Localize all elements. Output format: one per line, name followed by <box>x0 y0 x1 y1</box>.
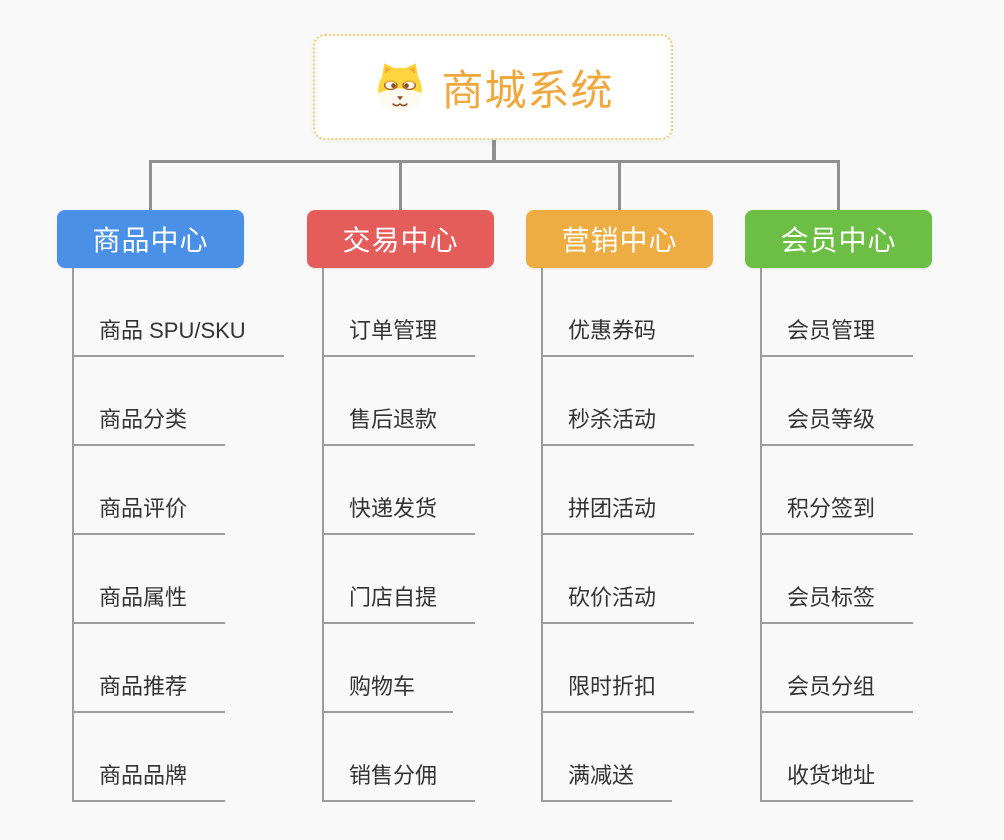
leaf-node-label: 门店自提 <box>349 585 438 610</box>
leaf-node-label: 拼团活动 <box>568 496 657 521</box>
branch-drop-line <box>618 163 621 210</box>
leaf-node[interactable]: 限时折扣 <box>541 672 695 713</box>
leaf-node[interactable]: 商品属性 <box>72 583 226 624</box>
leaf-node-label: 快递发货 <box>349 496 438 521</box>
branch-trunk-line <box>72 268 74 802</box>
leaf-node-label: 商品 SPU/SKU <box>99 318 246 343</box>
leaf-node-label: 积分签到 <box>787 496 876 521</box>
leaf-node[interactable]: 砍价活动 <box>541 583 695 624</box>
root-connector-line <box>492 140 496 163</box>
leaf-node[interactable]: 购物车 <box>322 672 454 713</box>
branch-label: 营销中心 <box>561 225 678 256</box>
leaf-node-label: 商品品牌 <box>99 763 188 788</box>
branch-label: 会员中心 <box>780 225 897 256</box>
branch-drop-line <box>149 163 152 210</box>
leaf-node[interactable]: 商品 SPU/SKU <box>72 316 284 357</box>
branch-trunk-line <box>760 268 762 802</box>
branch-node-4[interactable]: 会员中心 <box>745 210 932 268</box>
leaf-node[interactable]: 满减送 <box>541 761 673 802</box>
leaf-node-label: 商品评价 <box>99 496 188 521</box>
leaf-node-label: 限时折扣 <box>568 674 657 699</box>
leaf-node[interactable]: 快递发货 <box>322 494 476 535</box>
branch-node-1[interactable]: 商品中心 <box>57 210 244 268</box>
leaf-node-label: 会员管理 <box>787 318 876 343</box>
leaf-node-label: 会员标签 <box>787 585 876 610</box>
leaf-node[interactable]: 会员标签 <box>760 583 914 624</box>
leaf-node[interactable]: 门店自提 <box>322 583 476 624</box>
leaf-node[interactable]: 销售分佣 <box>322 761 476 802</box>
leaf-node-label: 购物车 <box>349 674 416 699</box>
leaf-node-label: 售后退款 <box>349 407 438 432</box>
branch-trunk-line <box>541 268 543 802</box>
leaf-node-label: 秒杀活动 <box>568 407 657 432</box>
leaf-node-label: 销售分佣 <box>349 763 438 788</box>
leaf-node[interactable]: 会员管理 <box>760 316 914 357</box>
leaf-node-label: 商品属性 <box>99 585 188 610</box>
leaf-node[interactable]: 售后退款 <box>322 405 476 446</box>
dog-face-icon <box>378 63 423 112</box>
leaf-node-label: 优惠券码 <box>568 318 657 343</box>
branch-node-2[interactable]: 交易中心 <box>307 210 494 268</box>
leaf-node[interactable]: 优惠券码 <box>541 316 695 357</box>
leaf-node-label: 商品分类 <box>99 407 188 432</box>
leaf-node[interactable]: 收货地址 <box>760 761 914 802</box>
branch-drop-line <box>399 163 402 210</box>
leaf-node-label: 收货地址 <box>787 763 876 788</box>
branch-label: 交易中心 <box>342 225 459 256</box>
root-title: 商城系统 <box>441 66 614 114</box>
leaf-node-label: 会员分组 <box>787 674 876 699</box>
leaf-node[interactable]: 商品推荐 <box>72 672 226 713</box>
leaf-node-label: 订单管理 <box>349 318 438 343</box>
leaf-node[interactable]: 商品品牌 <box>72 761 226 802</box>
leaf-node[interactable]: 拼团活动 <box>541 494 695 535</box>
leaf-node[interactable]: 积分签到 <box>760 494 914 535</box>
leaf-node-label: 满减送 <box>568 763 635 788</box>
leaf-node[interactable]: 商品评价 <box>72 494 226 535</box>
leaf-node[interactable]: 会员分组 <box>760 672 914 713</box>
leaf-node[interactable]: 秒杀活动 <box>541 405 695 446</box>
branch-trunk-line <box>322 268 324 802</box>
branch-node-3[interactable]: 营销中心 <box>526 210 713 268</box>
branch-drop-line <box>837 163 840 210</box>
leaf-node-label: 砍价活动 <box>568 585 657 610</box>
branch-rail-line <box>149 160 840 163</box>
leaf-node[interactable]: 订单管理 <box>322 316 476 357</box>
branch-label: 商品中心 <box>92 225 209 256</box>
leaf-node-label: 会员等级 <box>787 407 876 432</box>
root-node[interactable]: 商城系统 <box>313 34 673 140</box>
leaf-node[interactable]: 商品分类 <box>72 405 226 446</box>
leaf-node-label: 商品推荐 <box>99 674 188 699</box>
leaf-node[interactable]: 会员等级 <box>760 405 914 446</box>
